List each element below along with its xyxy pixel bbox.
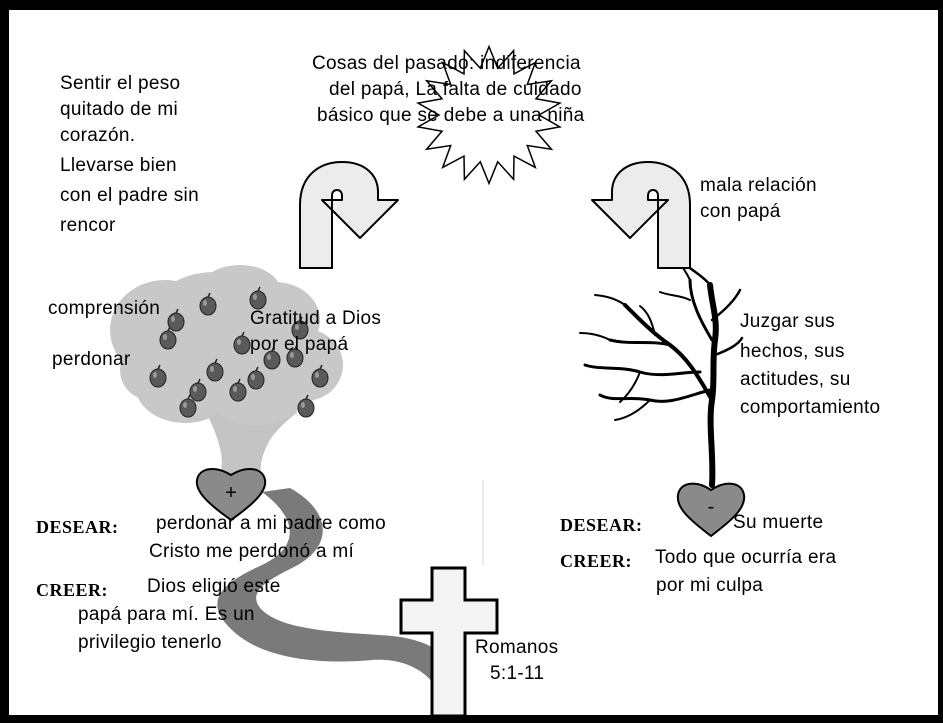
- cross-caption: 5:1-11: [490, 663, 545, 684]
- apple-icon: [159, 326, 177, 350]
- top-center-line: del papá, La falta de cuidado: [329, 79, 582, 100]
- top-right-line: mala relación: [700, 175, 817, 196]
- apple-icon: [206, 358, 224, 382]
- apple-icon: [311, 364, 329, 388]
- bare-tree: [579, 257, 744, 488]
- creer-text-left: Dios eligió este: [147, 576, 281, 597]
- apple-icon: [297, 394, 315, 418]
- top-right-line: con papá: [700, 201, 781, 222]
- creer-text-right: Todo que ocurría era: [655, 547, 837, 568]
- creer-text-left: papá para mí. Es un: [78, 604, 255, 625]
- juzgar-line: actitudes, su: [740, 369, 851, 390]
- top-left-line: quitado de mi: [60, 99, 178, 120]
- apple-icon: [263, 346, 281, 370]
- apple-icon: [247, 366, 265, 390]
- creer-text-right: por mi culpa: [656, 575, 764, 596]
- gratitud-line: por el papá: [250, 334, 349, 355]
- top-left-line: rencor: [60, 215, 116, 236]
- creer-text-left: privilegio tenerlo: [78, 632, 222, 653]
- apple-icon: [149, 364, 167, 388]
- top-left-line: con el padre sin: [60, 185, 199, 206]
- apple-icon: [233, 331, 251, 355]
- label-perdonar: perdonar: [52, 349, 131, 370]
- top-center-line: básico que se debe a una niña: [317, 105, 585, 126]
- u-turn-arrow-right: [591, 161, 691, 269]
- desear-label-right: DESEAR:: [560, 515, 643, 535]
- u-turn-arrow-left: [299, 161, 399, 269]
- apple-icon: [286, 344, 304, 368]
- creer-label-left: CREER:: [36, 580, 109, 600]
- apples: [149, 286, 329, 418]
- top-left-line: Sentir el peso: [60, 73, 181, 94]
- juzgar-line: hechos, sus: [740, 341, 845, 362]
- gratitud-line: Gratitud a Dios: [250, 308, 382, 329]
- heart-left: [195, 468, 267, 522]
- winding-path: [217, 488, 465, 690]
- top-left-line: Llevarse bien: [60, 155, 177, 176]
- apple-icon: [199, 292, 217, 316]
- juzgar-line: Juzgar sus: [740, 311, 835, 332]
- apple-icon: [179, 394, 197, 418]
- desear-text-left: Cristo me perdonó a mí: [149, 541, 355, 562]
- desear-text-left: perdonar a mi padre como: [156, 513, 387, 534]
- apple-icon: [229, 378, 247, 402]
- apple-icon: [291, 316, 309, 340]
- cross-caption: Romanos: [475, 637, 559, 658]
- heart-right-symbol: -: [707, 496, 715, 518]
- top-center-line: Cosas del pasado: indiferencia: [312, 53, 581, 74]
- desear-text-right: Su muerte: [733, 512, 824, 533]
- label-comprension: comprensión: [48, 298, 161, 319]
- apple-icon: [167, 308, 185, 332]
- desear-label-left: DESEAR:: [36, 517, 119, 537]
- top-left-line: corazón.: [60, 125, 136, 146]
- apple-icon: [189, 378, 207, 402]
- juzgar-line: comportamiento: [740, 397, 881, 418]
- heart-right: [676, 482, 746, 538]
- heart-left-symbol: +: [225, 482, 237, 504]
- tree-trunk-left: [205, 410, 298, 486]
- apple-icon: [249, 286, 267, 310]
- starburst-sun: [415, 44, 563, 186]
- cross: [399, 566, 499, 718]
- creer-label-right: CREER:: [560, 551, 633, 571]
